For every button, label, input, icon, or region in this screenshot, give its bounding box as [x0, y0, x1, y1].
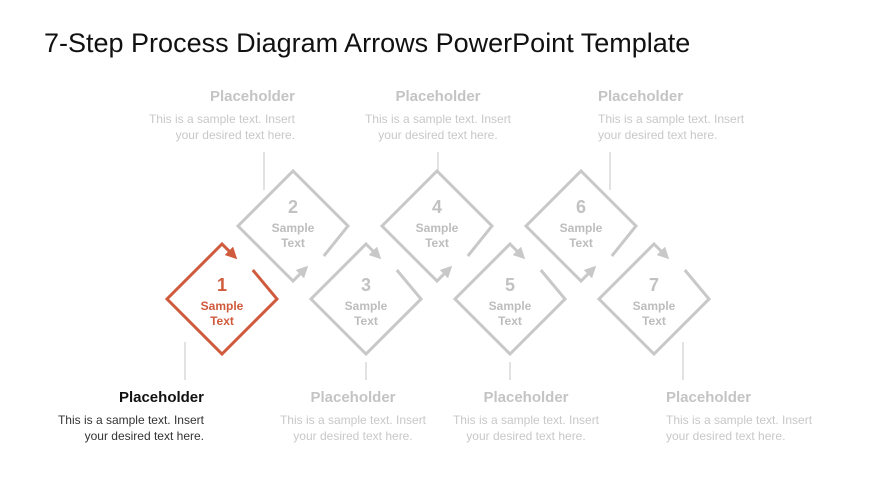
- bottom-placeholder-2: Placeholder This is a sample text. Inser…: [253, 389, 453, 444]
- step-4-diamond: [379, 168, 495, 284]
- bottom-placeholder-4: Placeholder This is a sample text. Inser…: [666, 389, 866, 444]
- bottom-placeholder-3: Placeholder This is a sample text. Inser…: [426, 389, 626, 444]
- bottom-placeholder-1: Placeholder This is a sample text. Inser…: [4, 389, 204, 444]
- placeholder-heading: Placeholder: [310, 389, 396, 406]
- top-placeholder-3: Placeholder This is a sample text. Inser…: [598, 88, 798, 143]
- step-1-diamond: [164, 241, 280, 357]
- placeholder-heading: Placeholder: [598, 88, 684, 105]
- step-2-number: 2: [287, 197, 298, 217]
- step-6-number: 6: [575, 197, 586, 217]
- step-2-diamond: [235, 168, 351, 284]
- slide-title: 7-Step Process Diagram Arrows PowerPoint…: [44, 28, 691, 58]
- placeholder-heading: Placeholder: [118, 389, 204, 406]
- top-placeholder-2: Placeholder This is a sample text. Inser…: [338, 88, 538, 143]
- step-5-number: 5: [504, 275, 515, 295]
- step-7-diamond: [596, 241, 712, 357]
- step-1-number: 1: [216, 275, 227, 295]
- placeholder-heading: Placeholder: [395, 88, 481, 105]
- placeholder-heading: Placeholder: [666, 389, 752, 406]
- step-4-number: 4: [431, 197, 442, 217]
- step-3-number: 3: [360, 275, 371, 295]
- step-3-diamond: [308, 241, 424, 357]
- placeholder-heading: Placeholder: [209, 88, 295, 105]
- placeholder-heading: Placeholder: [483, 389, 569, 406]
- step-6-diamond: [523, 168, 639, 284]
- top-placeholder-1: Placeholder This is a sample text. Inser…: [95, 88, 295, 143]
- step-5-diamond: [452, 241, 568, 357]
- step-7-number: 7: [648, 275, 659, 295]
